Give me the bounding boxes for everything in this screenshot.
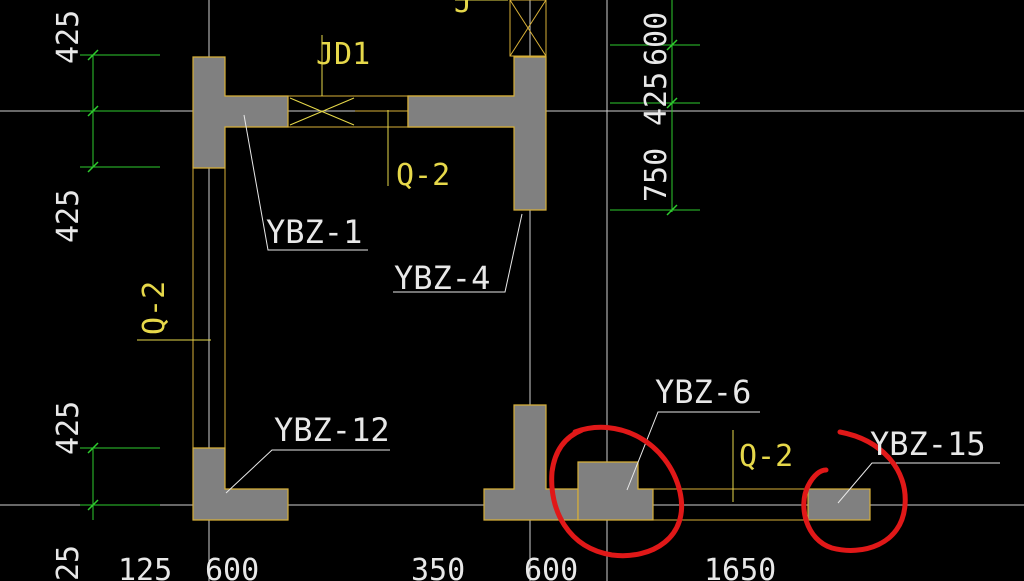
- top-cut-column: [509, 0, 547, 57]
- red-circle-ybz-15: [801, 429, 908, 553]
- leader-lines: [225, 114, 1000, 504]
- dimension-ticks: [87, 39, 678, 511]
- dim-right-1: 600: [639, 12, 674, 66]
- dim-left-2: 425: [51, 189, 86, 243]
- dim-bottom-2: 600: [205, 553, 259, 581]
- label-q2-top: Q-2: [396, 158, 450, 193]
- column-ybz-1: [192, 56, 289, 169]
- leader-ybz-6: [626, 411, 760, 491]
- red-circle-ybz-6: [549, 424, 685, 559]
- leader-ybz-15: [837, 462, 1000, 504]
- label-jd1: JD1: [316, 37, 370, 72]
- dim-left-1: 425: [51, 10, 86, 64]
- column-ybz-6: [577, 461, 654, 521]
- dim-bottom-4: 600: [524, 553, 578, 581]
- label-ybz-12: YBZ-12: [274, 411, 390, 449]
- leader-ybz-12: [225, 449, 390, 494]
- column-ybz-15: [807, 488, 871, 521]
- label-q2-left: Q-2: [137, 281, 172, 335]
- leader-ybz-4: [393, 213, 523, 293]
- label-ybz-6: YBZ-6: [655, 373, 751, 411]
- opening-jd1-marker: [289, 35, 355, 126]
- label-ybz-4: YBZ-4: [394, 259, 490, 297]
- leader-ybz-1: [243, 114, 368, 251]
- column-ybz-12: [192, 447, 289, 521]
- label-top-cut: J: [454, 0, 472, 20]
- dim-left-4: 25: [51, 545, 86, 581]
- dim-right-2: 425: [639, 72, 674, 126]
- column-ybz-4: [407, 56, 547, 211]
- label-ybz-1: YBZ-1: [266, 213, 362, 251]
- dim-left-3: 425: [51, 401, 86, 455]
- label-q2-bottom: Q-2: [739, 439, 793, 474]
- dim-right-3: 750: [639, 148, 674, 202]
- dim-bottom-5: 1650: [704, 553, 776, 581]
- highlight-circles: [549, 424, 908, 559]
- dim-bottom-1: 125: [118, 553, 172, 581]
- column-bottom-t: [483, 404, 579, 521]
- dim-bottom-3: 350: [411, 553, 465, 581]
- label-ybz-15: YBZ-15: [870, 425, 986, 463]
- annotation-lines: [137, 0, 734, 502]
